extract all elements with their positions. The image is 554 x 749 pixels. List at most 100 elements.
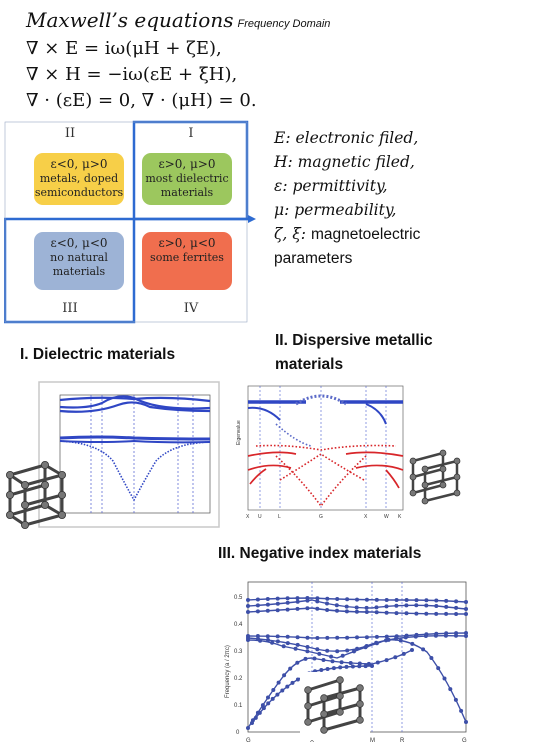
negative-band-marker [421,647,426,652]
negative-band-marker [434,598,439,603]
negative-band-marker [295,635,300,640]
negative-band-marker [246,598,250,602]
legend-zeta-xi-text: magnetoelectric [310,226,421,243]
negative-band-marker [444,604,449,609]
negative-band-1 [247,597,467,603]
quadrant-ii-condition: ε<0, μ>0 [50,157,108,171]
negative-band-marker [260,703,265,708]
negative-band-marker [363,664,368,669]
negative-band-marker [374,597,379,602]
negative-band-marker [413,634,418,639]
negative-band-marker [464,607,468,611]
quadrant-i-box: ε>0, μ>0 most dielectric materials [142,153,232,205]
negative-band-marker [250,721,254,725]
negative-band-marker [275,692,280,697]
negative-xtick-1: X [310,738,314,744]
negative-band-marker [265,608,270,613]
dielectric-band-4 [59,435,211,441]
heading-negative-index: III. Negative index materials [218,545,422,562]
negative-band-marker [434,611,439,616]
negative-band-marker [454,633,458,638]
metallic-band-red-dotted-1 [255,444,397,451]
negative-band-marker [281,644,286,649]
negative-band-marker [255,603,260,608]
negative-band-marker [253,715,258,720]
negative-band-marker [331,666,336,671]
negative-band-marker [339,660,344,665]
negative-band-marker [255,634,260,638]
negative-band-marker [355,646,360,651]
negative-band-marker [266,638,270,642]
negative-band-marker [325,601,329,606]
negative-band-marker [374,605,379,610]
material-quadrant-figure: II I III IV ε<0, μ>0 metals, doped semic… [4,120,262,325]
negative-band-marker [442,676,447,681]
metallic-xtick-4: X [364,514,368,520]
metallic-band-red-4 [355,464,404,471]
negative-band-marker [459,708,464,713]
negative-band-marker [344,609,349,614]
negative-band-marker [404,603,409,608]
negative-ytick-1: 0.1 [234,703,243,709]
equations-subtitle: Frequency Domain [237,18,331,30]
legend-h: H: magnetic filed, [274,153,415,171]
negative-band-marker [454,612,459,616]
negative-band-marker [414,598,419,603]
negative-band-marker [265,597,270,601]
negative-band-marker [344,604,349,609]
quadrant-iii-condition: ε<0, μ<0 [50,236,108,250]
negative-band-marker [443,633,448,638]
negative-band-marker [255,597,260,602]
negative-band-marker [266,701,271,706]
negative-band-marker [246,726,250,730]
negative-band-marker [350,664,355,669]
metallic-axes [247,385,404,511]
negative-band-marker [364,610,369,614]
equation-curl-h: ∇ × H = −iω(εE + ξH), [26,64,238,85]
negative-band-marker [288,666,293,671]
negative-band-marker [344,664,349,669]
negative-band-marker [317,651,322,656]
metallic-xtick-3: G [319,514,323,520]
negative-band-marker [370,664,374,668]
negative-band-marker [448,687,453,692]
quadrant-ii-description: metals, doped semiconductors [34,172,124,199]
negative-band-marker [285,596,290,601]
negative-band-marker [464,612,468,616]
negative-band-marker [335,649,340,654]
metallic-xtick-1: U [258,514,262,520]
negative-band-marker [414,603,419,608]
negative-band-marker [464,600,468,604]
legend-zeta-xi-symbols: ζ, ξ: [274,225,307,243]
negative-band-marker [271,688,276,692]
negative-band-marker [444,611,449,616]
legend-parameters: parameters [274,250,353,267]
negative-band-marker [258,638,263,643]
negative-band-marker [355,597,359,602]
negative-band-marker [246,604,250,608]
negative-band-marker [352,649,356,654]
negative-xtick-2: M [370,738,375,744]
negative-ylabel: Frequency (a / 2πc) [225,645,231,698]
negative-band-marker [325,635,330,640]
metallic-xtick-2: L [278,514,281,520]
negative-band-marker [410,641,415,646]
negative-band-marker [364,635,369,640]
negative-xtick-4: G [462,738,467,744]
metallic-band-red-3 [247,464,292,471]
negative-band-marker [282,673,287,678]
negative-band-marker [295,642,300,647]
negative-band-marker [338,665,343,670]
negative-band-marker [423,634,428,638]
negative-band-marker [280,688,285,693]
negative-band-marker [295,596,300,601]
metallic-band-blue-4 [365,403,387,425]
quadrant-iii-box: ε<0, μ<0 no natural materials [34,232,124,290]
negative-band-marker [290,680,295,685]
negative-band-marker [366,661,371,666]
negative-band-marker [334,603,339,608]
dielectric-plot-frame [38,381,220,528]
negative-band-marker [357,664,362,669]
negative-band-marker [325,648,330,653]
